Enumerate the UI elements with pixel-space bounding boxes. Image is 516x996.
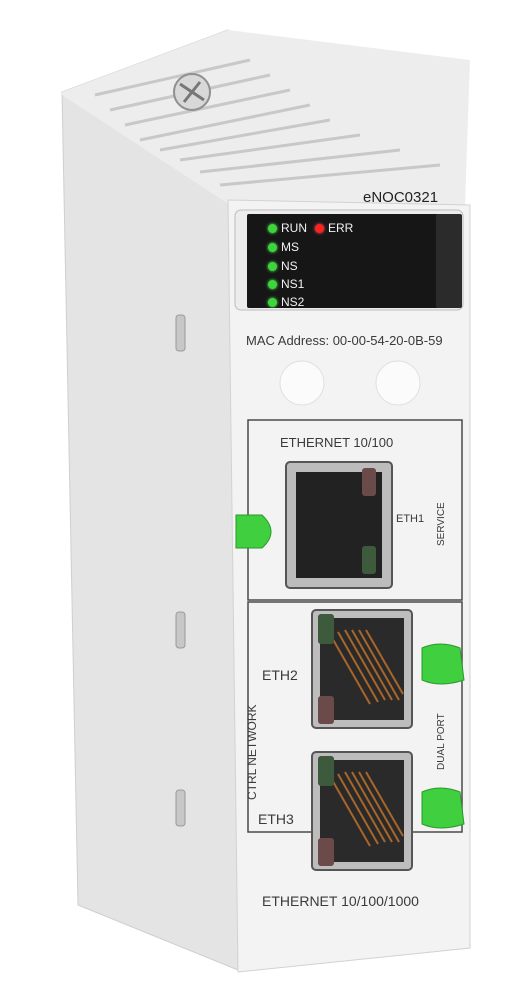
ethernet-10-100-label: ETHERNET 10/100 [280, 435, 394, 450]
err-led-icon [315, 223, 324, 233]
blank-cap [279, 360, 325, 406]
led-row-ns: NS [268, 259, 298, 273]
led-row-ns2: NS2 [268, 295, 304, 309]
side-clip [175, 611, 186, 649]
dual-port-label: DUAL PORT [436, 713, 447, 770]
eth3-label: ETH3 [258, 811, 294, 827]
eth2-label: ETH2 [262, 667, 298, 683]
green-tab [235, 514, 272, 549]
top-ribs [94, 58, 441, 187]
run-led-icon [268, 223, 277, 233]
led-row-ms: MS [268, 240, 299, 254]
module-top [62, 30, 470, 205]
green-tab [421, 787, 465, 829]
ns1-led-label: NS1 [281, 277, 305, 291]
led-row-run-err: RUN ERR [268, 221, 353, 235]
blank-cap [375, 360, 421, 406]
eth1-label: ETH1 [396, 513, 425, 525]
service-label: SERVICE [436, 502, 447, 546]
ms-led-label: MS [281, 240, 299, 254]
mac-address-label: MAC Address: 00-00-54-20-0B-59 [246, 333, 443, 348]
ethernet-10-100-frame [247, 419, 463, 601]
err-led-label: ERR [328, 221, 354, 235]
run-led-label: RUN [281, 221, 307, 235]
model-label: eNOC0321 [363, 189, 439, 206]
ns-led-label: NS [281, 259, 298, 273]
ms-led-icon [268, 242, 277, 252]
ns1-led-icon [268, 279, 277, 289]
ns2-led-label: NS2 [281, 295, 305, 309]
side-clip [175, 789, 186, 827]
led-row-ns1: NS1 [268, 277, 304, 291]
ctrl-network-label: CTRL NETWORK [245, 704, 259, 800]
side-clip [175, 314, 186, 352]
green-tab [421, 643, 465, 685]
ns-led-icon [268, 261, 277, 271]
ethernet-gigabit-label: ETHERNET 10/100/1000 [262, 893, 419, 909]
ns2-led-icon [268, 297, 277, 307]
